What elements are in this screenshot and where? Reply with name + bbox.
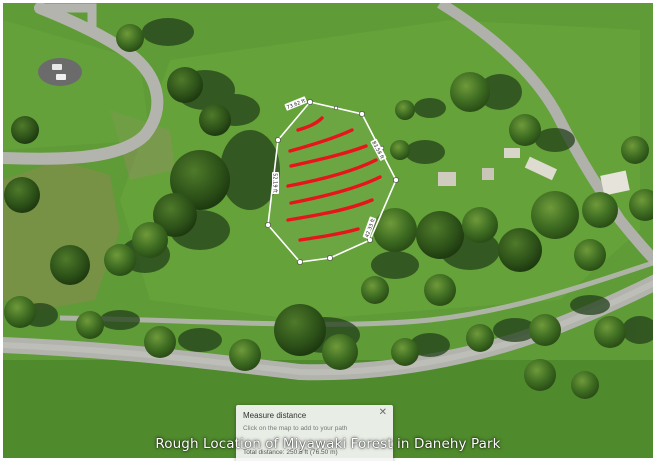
close-icon[interactable]: ✕ <box>378 407 387 418</box>
picnic-table <box>438 172 456 186</box>
image-caption: Rough Location of Miyawaki Forest in Dan… <box>155 436 501 452</box>
measure-title: Measure distance <box>243 411 307 420</box>
diagonal-path <box>437 0 656 266</box>
lawn-patch <box>3 20 150 150</box>
parked-car <box>52 64 62 70</box>
svg-text:52.19 ft: 52.19 ft <box>271 173 277 193</box>
measure-total-distance: Total distance: 250.8 ft (76.50 m) <box>243 449 338 456</box>
planting-mark <box>286 158 378 188</box>
picnic-shelter <box>600 170 630 196</box>
measure-hint: Click on the map to add to your path <box>243 425 348 432</box>
planting-marks <box>286 116 382 242</box>
parked-car <box>56 74 66 80</box>
planting-mark <box>289 175 382 205</box>
curved-path <box>0 2 164 165</box>
measure-distance-panel[interactable]: Measure distance ✕ Click on the map to a… <box>236 405 393 461</box>
measure-vertices[interactable] <box>265 99 399 265</box>
planting-mark <box>298 227 360 242</box>
parked-vehicle <box>524 156 558 181</box>
parked-vehicle <box>504 148 520 158</box>
tree-canopies <box>4 24 656 399</box>
curved-path <box>40 3 97 30</box>
planting-mark <box>296 116 324 132</box>
planting-mark <box>288 128 354 153</box>
picnic-table <box>482 168 494 180</box>
planting-mark <box>286 198 374 222</box>
bike-path <box>59 259 656 327</box>
planting-mark <box>289 144 368 168</box>
polygon-label-4: 52.19 ft <box>271 172 279 194</box>
parking-lot <box>38 58 82 86</box>
